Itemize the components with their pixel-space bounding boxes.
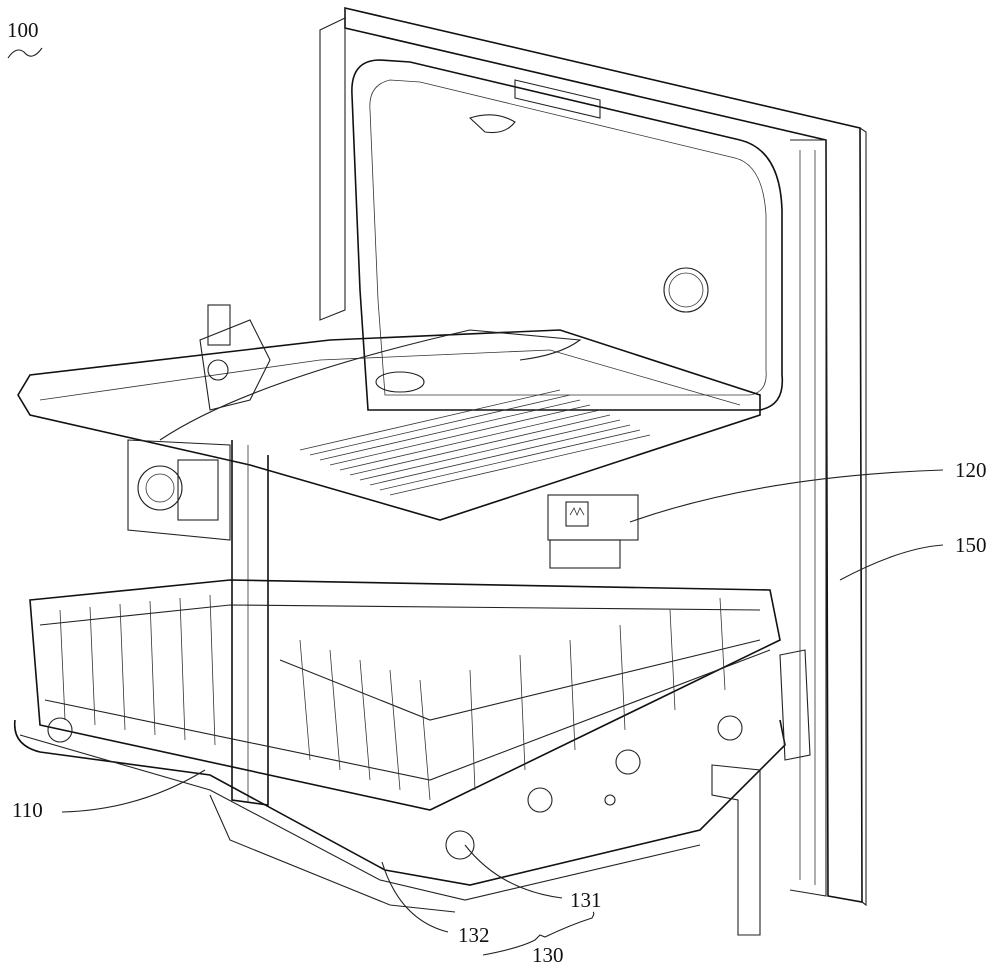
leader-150 <box>839 544 944 581</box>
lower-rack <box>29 579 781 860</box>
rack-tines <box>59 594 726 801</box>
label-120: 120 <box>955 458 987 482</box>
label-132: 132 <box>458 923 490 947</box>
tray-ribs <box>299 389 651 496</box>
leader-131 <box>464 844 563 899</box>
mounting-bracket <box>711 649 811 936</box>
label-131: 131 <box>570 888 602 912</box>
label-110: 110 <box>12 798 43 822</box>
door-panel <box>319 6 867 907</box>
label-150: 150 <box>955 533 987 557</box>
side-module <box>127 439 269 806</box>
component-120 <box>547 494 639 569</box>
leader-lines <box>7 47 944 956</box>
leader-100 <box>7 47 43 59</box>
upper-tray <box>17 304 761 521</box>
label-100: 100 <box>7 18 39 42</box>
brace-130 <box>482 911 595 956</box>
leader-120 <box>629 469 944 523</box>
label-130: 130 <box>532 943 564 967</box>
base-tray <box>13 719 786 913</box>
leader-110 <box>61 769 206 813</box>
leader-132 <box>381 861 449 933</box>
inner-tub <box>351 59 784 411</box>
